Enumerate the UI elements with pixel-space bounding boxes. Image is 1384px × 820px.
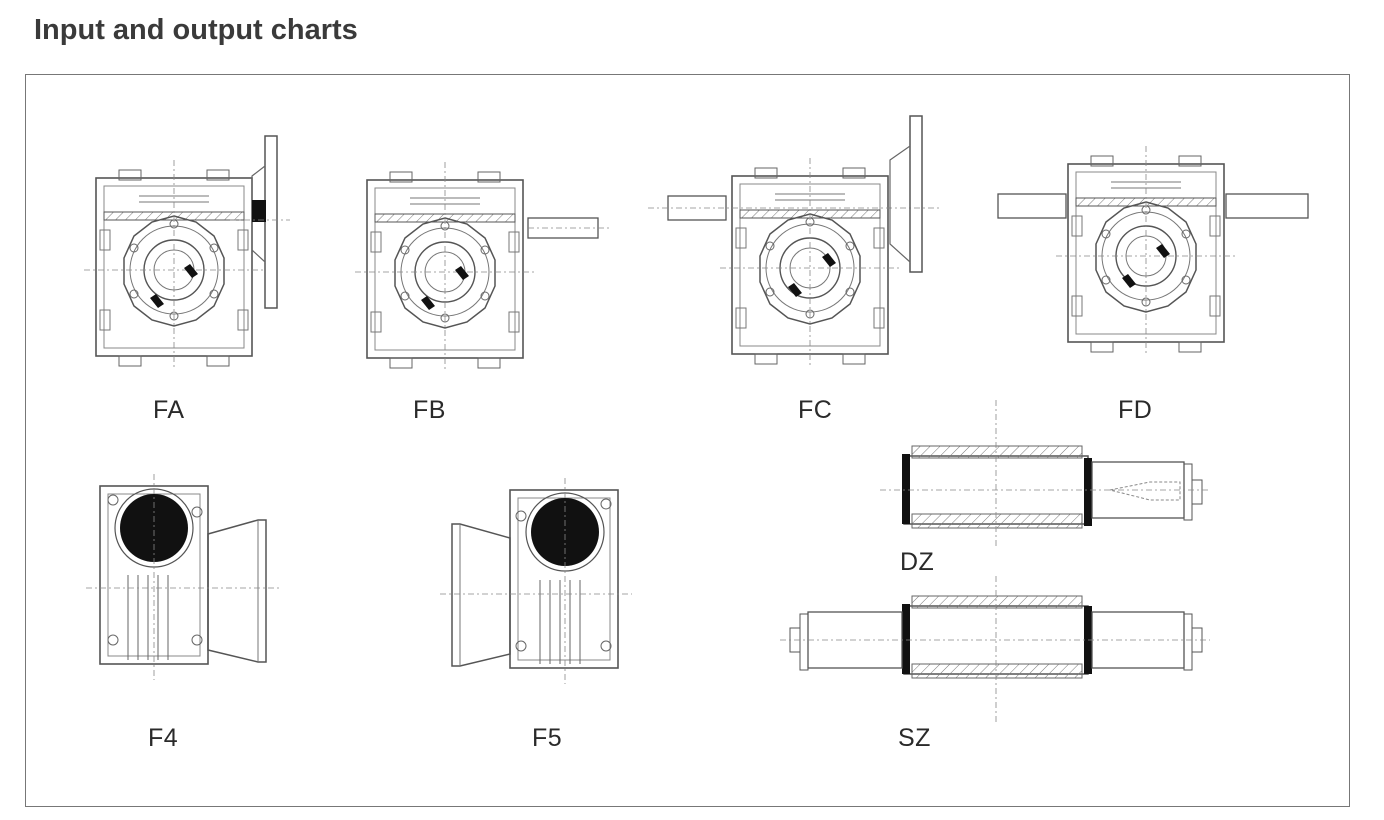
diagram-frame — [25, 74, 1350, 807]
label-fb: FB — [413, 396, 446, 424]
label-f4: F4 — [148, 724, 179, 752]
diagram-fd — [997, 145, 1309, 357]
label-f5: F5 — [532, 724, 563, 752]
diagram-f4 — [86, 474, 280, 680]
diagram-fb — [354, 161, 610, 373]
label-fa: FA — [153, 396, 185, 424]
page-title: Input and output charts — [34, 14, 358, 46]
diagram-fc — [648, 115, 940, 369]
diagram-dz — [880, 400, 1210, 548]
label-sz: SZ — [898, 724, 931, 752]
label-fd: FD — [1118, 396, 1153, 424]
diagram-fa — [83, 135, 290, 371]
diagram-f5 — [440, 478, 632, 684]
diagram-sz — [780, 576, 1210, 724]
label-dz: DZ — [900, 548, 935, 576]
label-fc: FC — [798, 396, 833, 424]
